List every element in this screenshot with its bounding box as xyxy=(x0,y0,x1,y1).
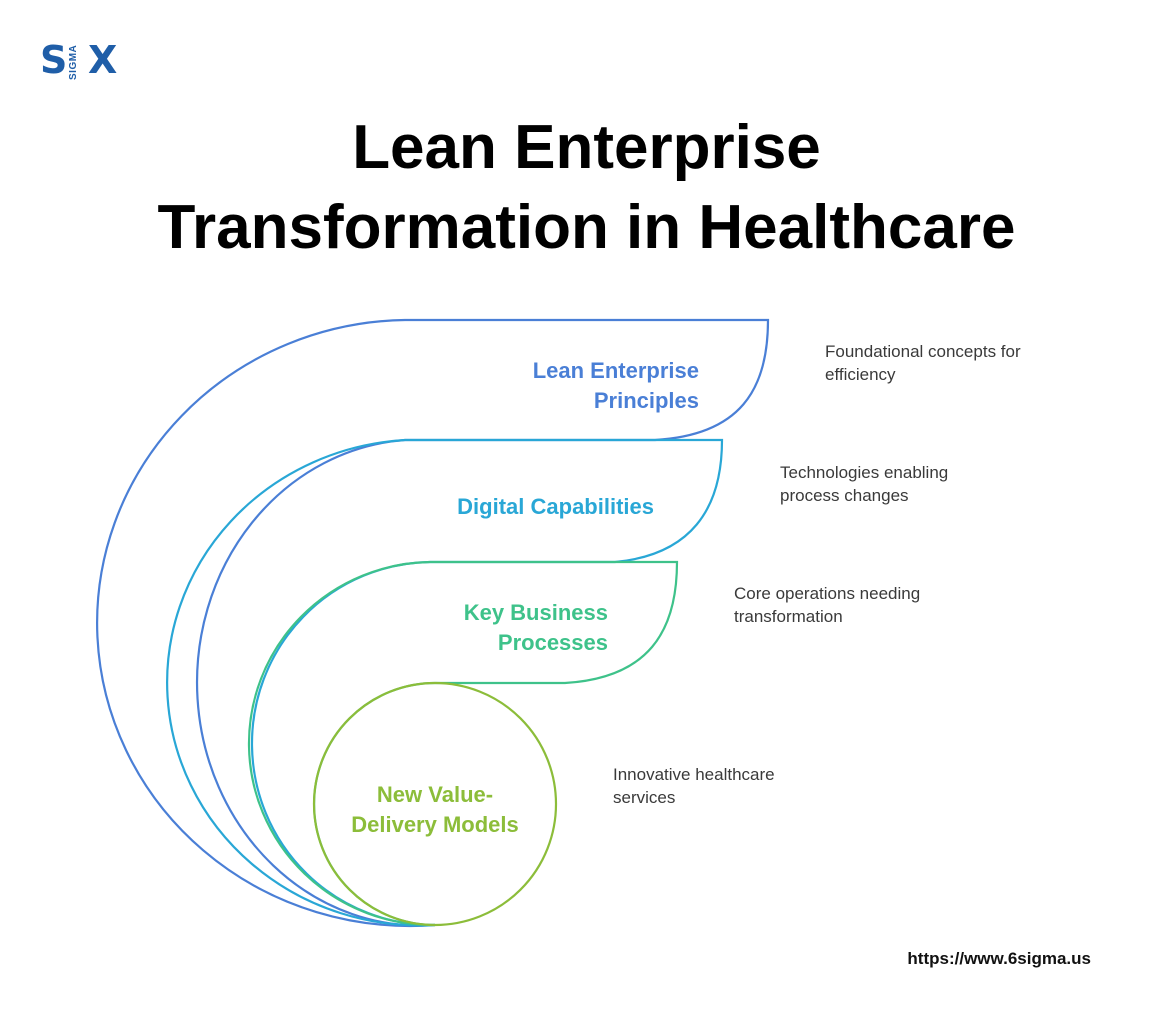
layer-description-digital-capabilities: Technologies enabling process changes xyxy=(780,461,948,507)
layer-shape-lean-enterprise-principles xyxy=(96,318,770,928)
layer-label-line: New Value- xyxy=(376,782,494,807)
layer-description-line: Innovative healthcare xyxy=(613,765,775,784)
title-line-1: Lean Enterprise xyxy=(352,113,821,182)
layer-shape-new-value-delivery-models xyxy=(312,681,558,927)
layer-label-lean-enterprise-principles: Lean Enterprise Principles xyxy=(533,356,699,416)
layer-label-line: Key Business xyxy=(463,600,608,625)
layer-label-new-value-delivery-models: New Value- Delivery Models xyxy=(335,780,535,840)
layer-description-line: Core operations needing xyxy=(734,584,921,603)
layer-label-line: Delivery Models xyxy=(351,812,519,837)
layer-description-lean-enterprise-principles: Foundational concepts for efficiency xyxy=(825,340,1021,386)
layer-label-key-business-processes: Key Business Processes xyxy=(464,598,608,658)
layer-shape-digital-capabilities xyxy=(165,438,724,927)
layer-description-line: transformation xyxy=(734,607,843,626)
layer-label-line: Principles xyxy=(593,388,699,413)
logo-letter-x: X xyxy=(88,38,118,82)
layer-label-line: Processes xyxy=(497,630,608,655)
layer-description-line: efficiency xyxy=(825,365,896,384)
layer-description-line: services xyxy=(613,788,676,807)
logo-letter-s: S xyxy=(40,38,68,82)
layer-description-key-business-processes: Core operations needing transformation xyxy=(734,582,920,628)
page-title: Lean Enterprise Transformation in Health… xyxy=(0,108,1173,268)
brand-logo: S SIGMA X xyxy=(40,38,130,86)
title-line-2: Transformation in Healthcare xyxy=(157,193,1016,262)
layer-label-line: Lean Enterprise xyxy=(532,358,699,383)
layer-label-digital-capabilities: Digital Capabilities xyxy=(457,492,654,522)
layer-description-line: Technologies enabling xyxy=(780,463,949,482)
layer-description-line: Foundational concepts for xyxy=(825,342,1021,361)
layer-description-new-value-delivery-models: Innovative healthcare services xyxy=(613,763,775,809)
layer-label-line: Digital Capabilities xyxy=(457,494,654,519)
source-url: https://www.6sigma.us xyxy=(907,949,1091,968)
layer-description-line: process changes xyxy=(780,486,909,505)
